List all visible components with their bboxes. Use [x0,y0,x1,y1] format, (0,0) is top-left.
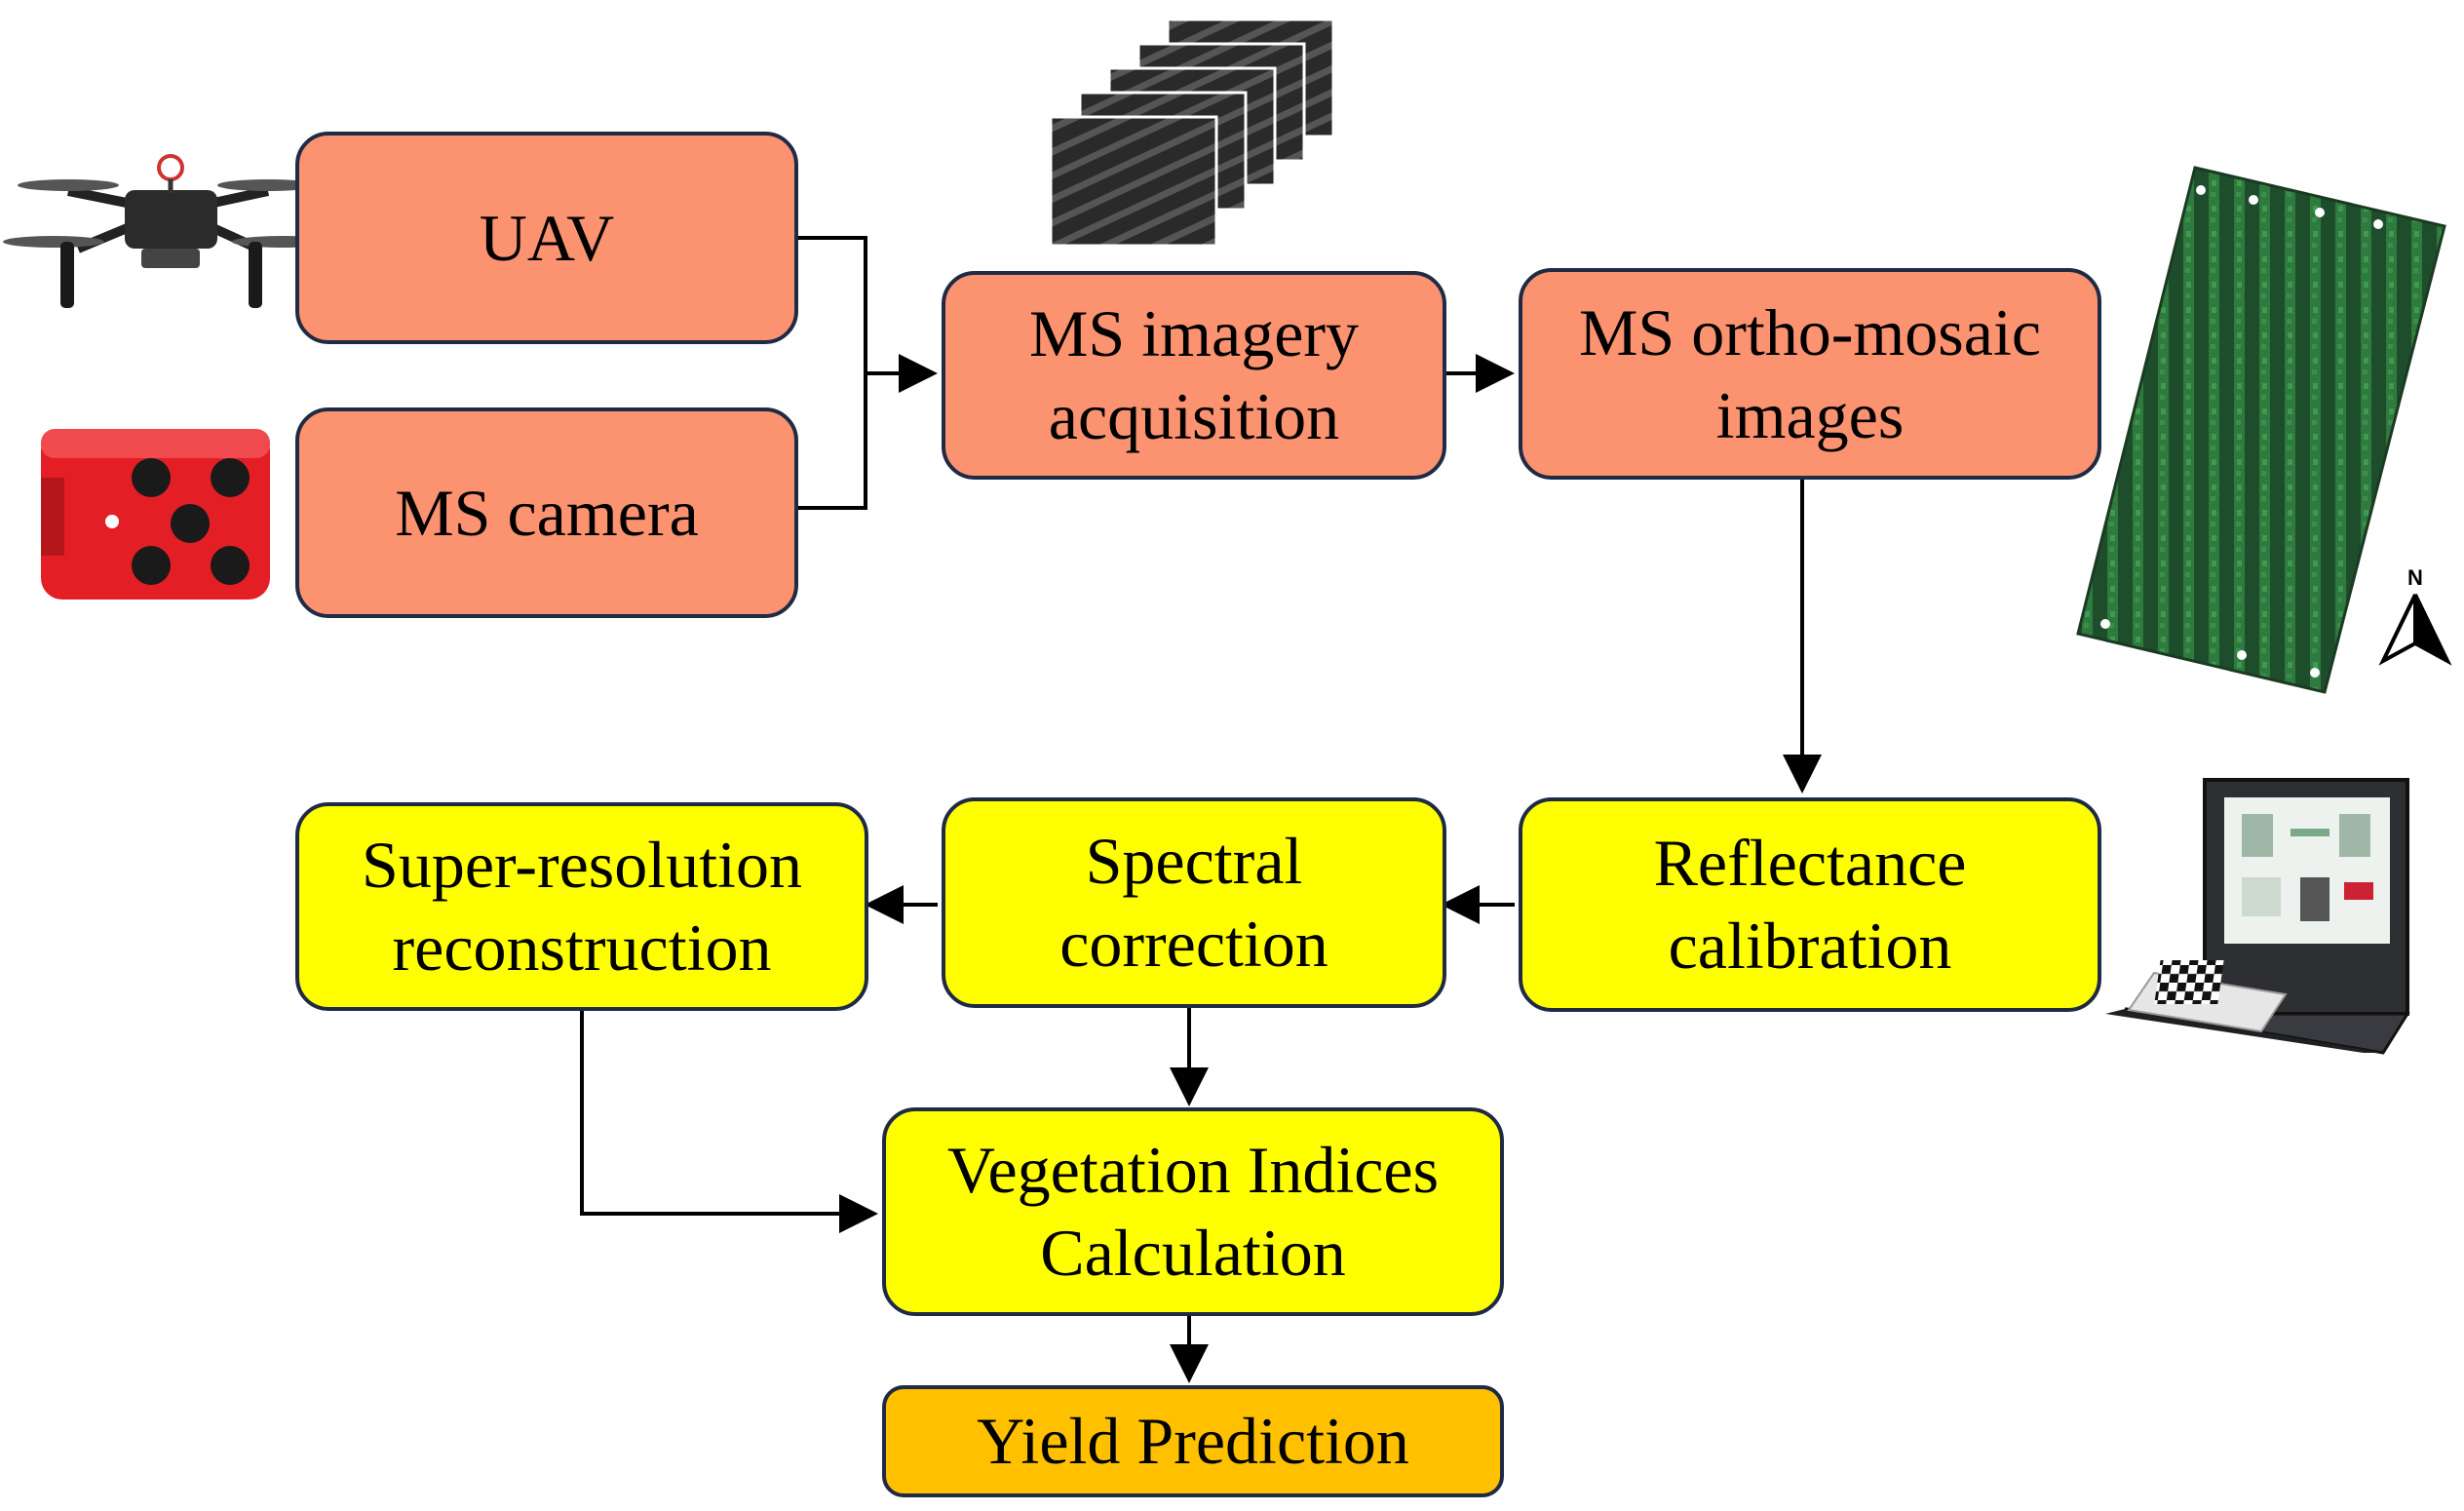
calibration-panel-case-icon [2105,778,2410,1055]
node-acquisition-line1: MS imagery [1028,296,1360,370]
node-vi-line1: Vegetation Indices [946,1133,1440,1207]
edge-superres-to-vi [580,1009,878,1233]
drone-icon [3,154,333,308]
edge-uav-to-merge [797,236,867,373]
node-mosaic-line2: images [1715,377,1905,452]
multispectral-band-stack-icon [1049,18,1335,248]
node-uav: UAV [295,132,798,344]
node-yield-prediction: Yield Prediction [882,1385,1504,1497]
node-ms-camera-label: MS camera [395,475,699,550]
node-yield-label: Yield Prediction [977,1404,1409,1478]
node-reflectance-calibration: Reflectance calibration [1519,797,2101,1012]
node-ms-ortho-mosaic: MS ortho-mosaic images [1519,268,2101,480]
node-reflectance-line2: calibration [1668,909,1952,983]
node-spectral-correction: Spectral correction [942,797,1446,1008]
edge-camera-to-merge [797,373,867,510]
orthomosaic-field-map-icon [2076,166,2446,694]
multispectral-camera-icon [41,429,270,600]
north-arrow-icon [2378,594,2452,666]
node-spectral-line2: correction [1059,907,1328,981]
node-vi-line2: Calculation [1040,1216,1346,1290]
node-reflectance-line1: Reflectance [1653,826,1967,900]
node-mosaic-line1: MS ortho-mosaic [1578,294,2042,369]
north-arrow-label: N [2407,565,2423,590]
node-spectral-line1: Spectral [1085,824,1303,898]
node-vegetation-indices: Vegetation Indices Calculation [882,1107,1504,1316]
node-ms-camera: MS camera [295,407,798,618]
node-superres-line2: reconstruction [392,910,772,985]
node-acquisition-line2: acquisition [1048,379,1340,453]
node-uav-label: UAV [479,200,615,275]
node-super-resolution: Super-resolution reconstruction [295,802,868,1011]
node-ms-imagery-acquisition: MS imagery acquisition [942,271,1446,480]
node-superres-line1: Super-resolution [362,828,802,902]
